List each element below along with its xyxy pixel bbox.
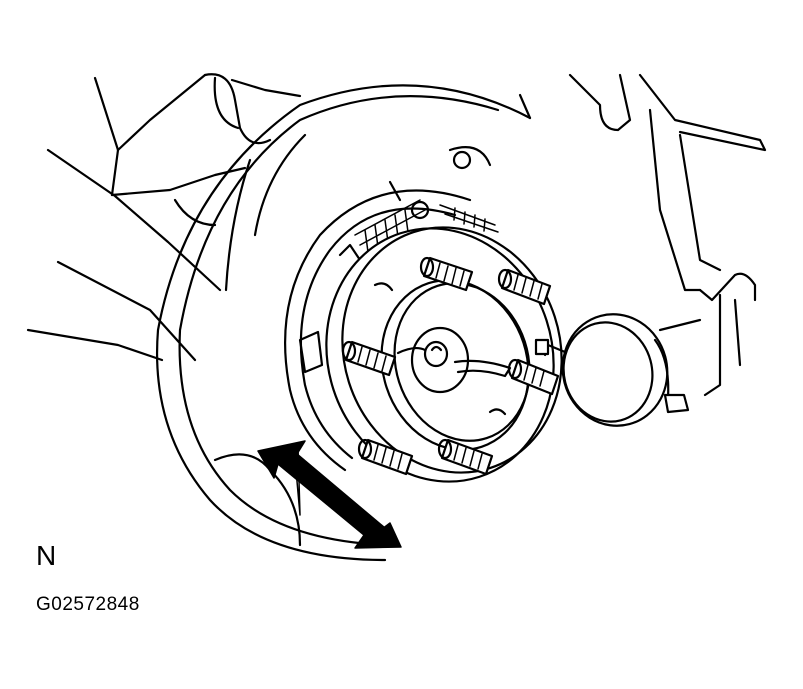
- hub-bolt: [357, 438, 414, 476]
- figure-code: G02572848: [36, 594, 140, 615]
- hub-bolts: [341, 256, 560, 476]
- dial-indicator: [534, 73, 767, 427]
- axle-hub: [325, 226, 563, 483]
- brake-shoes: [284, 180, 499, 472]
- suspension-knuckle: [26, 73, 302, 362]
- hub-bolt: [507, 358, 560, 396]
- hub-bolt: [419, 256, 474, 292]
- hub-bolt: [497, 268, 552, 306]
- double-arrow-icon: [257, 440, 402, 549]
- hub-bolt: [341, 340, 397, 377]
- backing-plate: [156, 84, 532, 562]
- view-letter: N: [36, 540, 57, 571]
- hub-bolt: [437, 438, 494, 476]
